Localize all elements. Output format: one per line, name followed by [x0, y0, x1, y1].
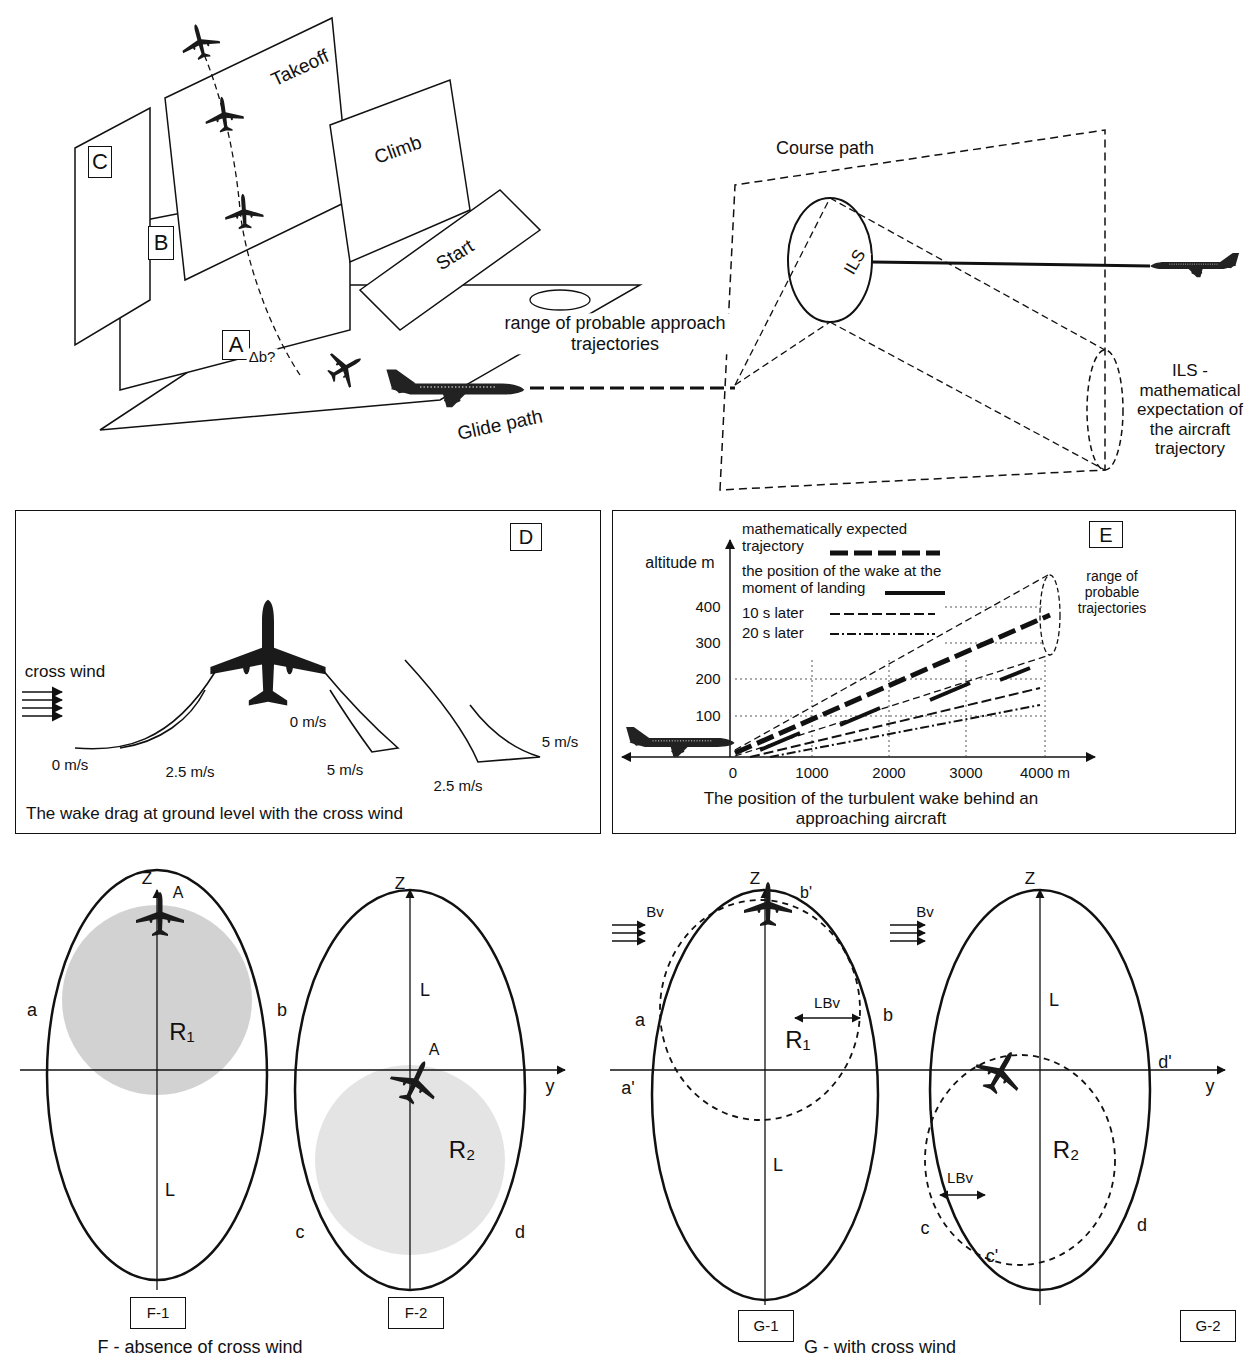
annotation-label: b: [881, 1005, 895, 1026]
annotation-label: c: [294, 1222, 307, 1243]
annotation-label: a: [633, 1010, 647, 1031]
annotation-label: G - with cross wind: [802, 1337, 958, 1358]
annotation-label: Glide path: [453, 405, 546, 445]
annotation-label: Z: [140, 869, 154, 889]
box-label: F-1: [147, 1304, 170, 1321]
annotation-label: Z: [748, 869, 762, 889]
box-label: F-2: [405, 1304, 428, 1321]
annotation-label: 100: [693, 707, 722, 724]
box-label: C: [92, 149, 108, 174]
view-letter-box: C: [88, 146, 112, 178]
annotation-label: LBv: [812, 994, 842, 1011]
annotation-label: R₂: [1051, 1136, 1082, 1164]
panel-letter-box: D: [510, 523, 542, 551]
annotation-label: y: [1204, 1076, 1217, 1097]
figure-tag-box: F-1: [130, 1297, 186, 1329]
legend-text: 20 s later: [742, 624, 832, 641]
annotation-label: a: [25, 1000, 39, 1021]
annotation-label: ILS - mathematical expectation of the ai…: [1127, 361, 1253, 459]
annotation-label: 2.5 m/s: [163, 763, 216, 780]
legend-sample: [830, 628, 937, 640]
legend-sample: [830, 547, 942, 559]
annotation-label: A: [427, 1041, 442, 1059]
annotation-label: L: [163, 1180, 177, 1201]
annotation-label: 200: [693, 670, 722, 687]
annotation-label: A: [171, 884, 186, 902]
box-label: A: [229, 332, 244, 357]
annotation-label: R₁: [167, 1018, 196, 1046]
annotation-label: 1000: [793, 764, 830, 781]
view-letter-box: B: [148, 226, 174, 260]
annotation-label: altitude m: [643, 554, 716, 572]
annotation-label: 300: [693, 634, 722, 651]
annotation-label: 0 m/s: [50, 756, 91, 773]
annotation-label: Z: [393, 874, 407, 894]
annotation-label: 2.5 m/s: [431, 777, 484, 794]
box-label: D: [519, 526, 533, 549]
annotation-label: c: [919, 1218, 932, 1239]
annotation-label: 5 m/s: [540, 733, 581, 750]
box-label: B: [154, 230, 169, 255]
legend-text: the position of the wake at the moment o…: [742, 562, 967, 597]
annotation-label: LBv: [945, 1169, 975, 1186]
figure-tag-box: G-1: [738, 1310, 794, 1342]
annotation-label: b': [798, 884, 814, 902]
annotation-label: 5 m/s: [325, 761, 366, 778]
legend-sample: [885, 587, 947, 599]
annotation-label: Course path: [774, 138, 876, 159]
annotation-label: a': [619, 1078, 636, 1099]
annotation-label: range of probable trajectories: [1066, 568, 1158, 616]
annotation-label: d: [513, 1222, 527, 1243]
annotation-label: c': [984, 1246, 1000, 1267]
annotation-label: L: [1047, 990, 1061, 1011]
panel-caption: The wake drag at ground level with the c…: [26, 804, 586, 824]
annotation-label: 400: [693, 598, 722, 615]
annotation-label: b: [275, 1000, 289, 1021]
annotation-label: y: [544, 1076, 557, 1097]
annotation-label: 4000 m: [1018, 764, 1072, 781]
annotation-label: L: [418, 980, 432, 1001]
annotation-label: Δb?: [247, 348, 278, 365]
legend-text: 10 s later: [742, 604, 832, 621]
annotation-label: 2000: [870, 764, 907, 781]
figure-tag-box: F-2: [388, 1297, 444, 1329]
figure-tag-box: G-2: [1180, 1310, 1236, 1342]
annotation-label: 0: [727, 764, 739, 781]
box-label: G-1: [753, 1317, 778, 1334]
legend-sample: [830, 608, 937, 620]
annotation-label: Bv: [914, 903, 936, 920]
annotation-label: ILS: [839, 244, 871, 279]
annotation-label: range of probable approach trajectories: [498, 313, 732, 354]
box-label: E: [1099, 523, 1112, 546]
annotation-label: Bv: [644, 903, 666, 920]
annotation-label: F - absence of cross wind: [95, 1337, 304, 1358]
annotation-label: R₂: [447, 1136, 478, 1164]
annotation-label: d': [1156, 1052, 1173, 1073]
annotation-label: L: [771, 1155, 785, 1176]
annotation-label: 0 m/s: [288, 713, 329, 730]
annotation-label: cross wind: [23, 662, 107, 682]
annotation-label: R₁: [783, 1026, 812, 1054]
panel-letter-box: E: [1089, 521, 1123, 548]
panel-caption: The position of the turbulent wake behin…: [681, 789, 1061, 828]
legend-text: mathematically expected trajectory: [742, 520, 942, 555]
annotation-label: 3000: [947, 764, 984, 781]
annotation-label: Z: [1023, 869, 1037, 889]
box-label: G-2: [1195, 1317, 1220, 1334]
annotation-label: d: [1135, 1215, 1149, 1236]
